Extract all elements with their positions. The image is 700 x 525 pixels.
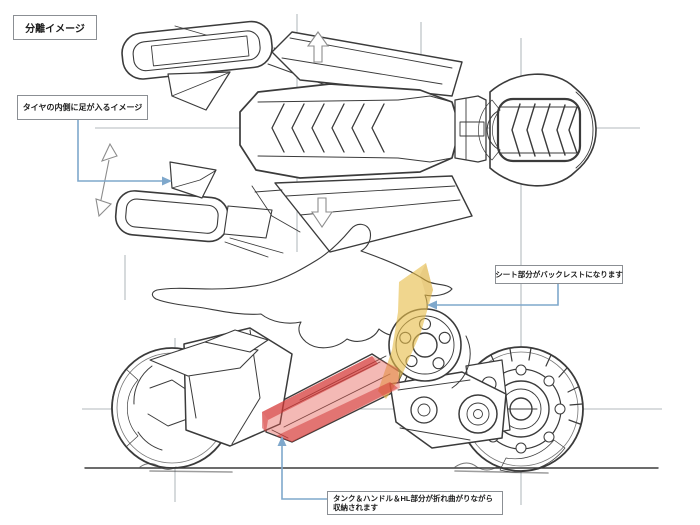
- arrow-up-icon: [277, 436, 287, 446]
- callout-connectors: [77, 120, 559, 500]
- tire-tread: [511, 103, 578, 157]
- label-seat-backrest-text: シート部分がバックレストになります: [495, 270, 623, 279]
- highlight-tank-red: [262, 356, 400, 442]
- fuselage: [239, 31, 473, 253]
- side-view-sketch: [84, 223, 659, 474]
- highlight-seat-yellow: [378, 263, 433, 399]
- arrow-left-icon: [427, 300, 437, 310]
- ground-line: [84, 462, 659, 474]
- label-separation: 分離イメージ: [13, 15, 97, 40]
- label-tank-fold-line2: 収納されます: [333, 503, 378, 512]
- label-tire-feet: タイヤの内側に足が入るイメージ: [17, 95, 148, 120]
- label-tank-fold: タンク＆ハンドル＆HL部分が折れ曲がりながら 収納されます: [327, 491, 503, 515]
- front-fairing: [149, 327, 293, 447]
- label-tank-fold-line1: タンク＆ハンドル＆HL部分が折れ曲がりながら: [333, 493, 493, 503]
- stowed-tire-tread: [271, 103, 385, 153]
- arrow-right-icon: [162, 176, 172, 186]
- pedal-upper: [121, 20, 273, 80]
- label-seat-backrest: シート部分がバックレストになります: [495, 265, 623, 284]
- top-view-sketch: [95, 20, 597, 258]
- motion-arrow-icon: [95, 142, 118, 218]
- label-tire-feet-text: タイヤの内側に足が入るイメージ: [22, 103, 143, 112]
- pedal-lower: [114, 190, 229, 243]
- engine-casing: [389, 371, 507, 449]
- label-separation-text: 分離イメージ: [25, 24, 85, 35]
- top-view-rear-wheel: [454, 73, 597, 187]
